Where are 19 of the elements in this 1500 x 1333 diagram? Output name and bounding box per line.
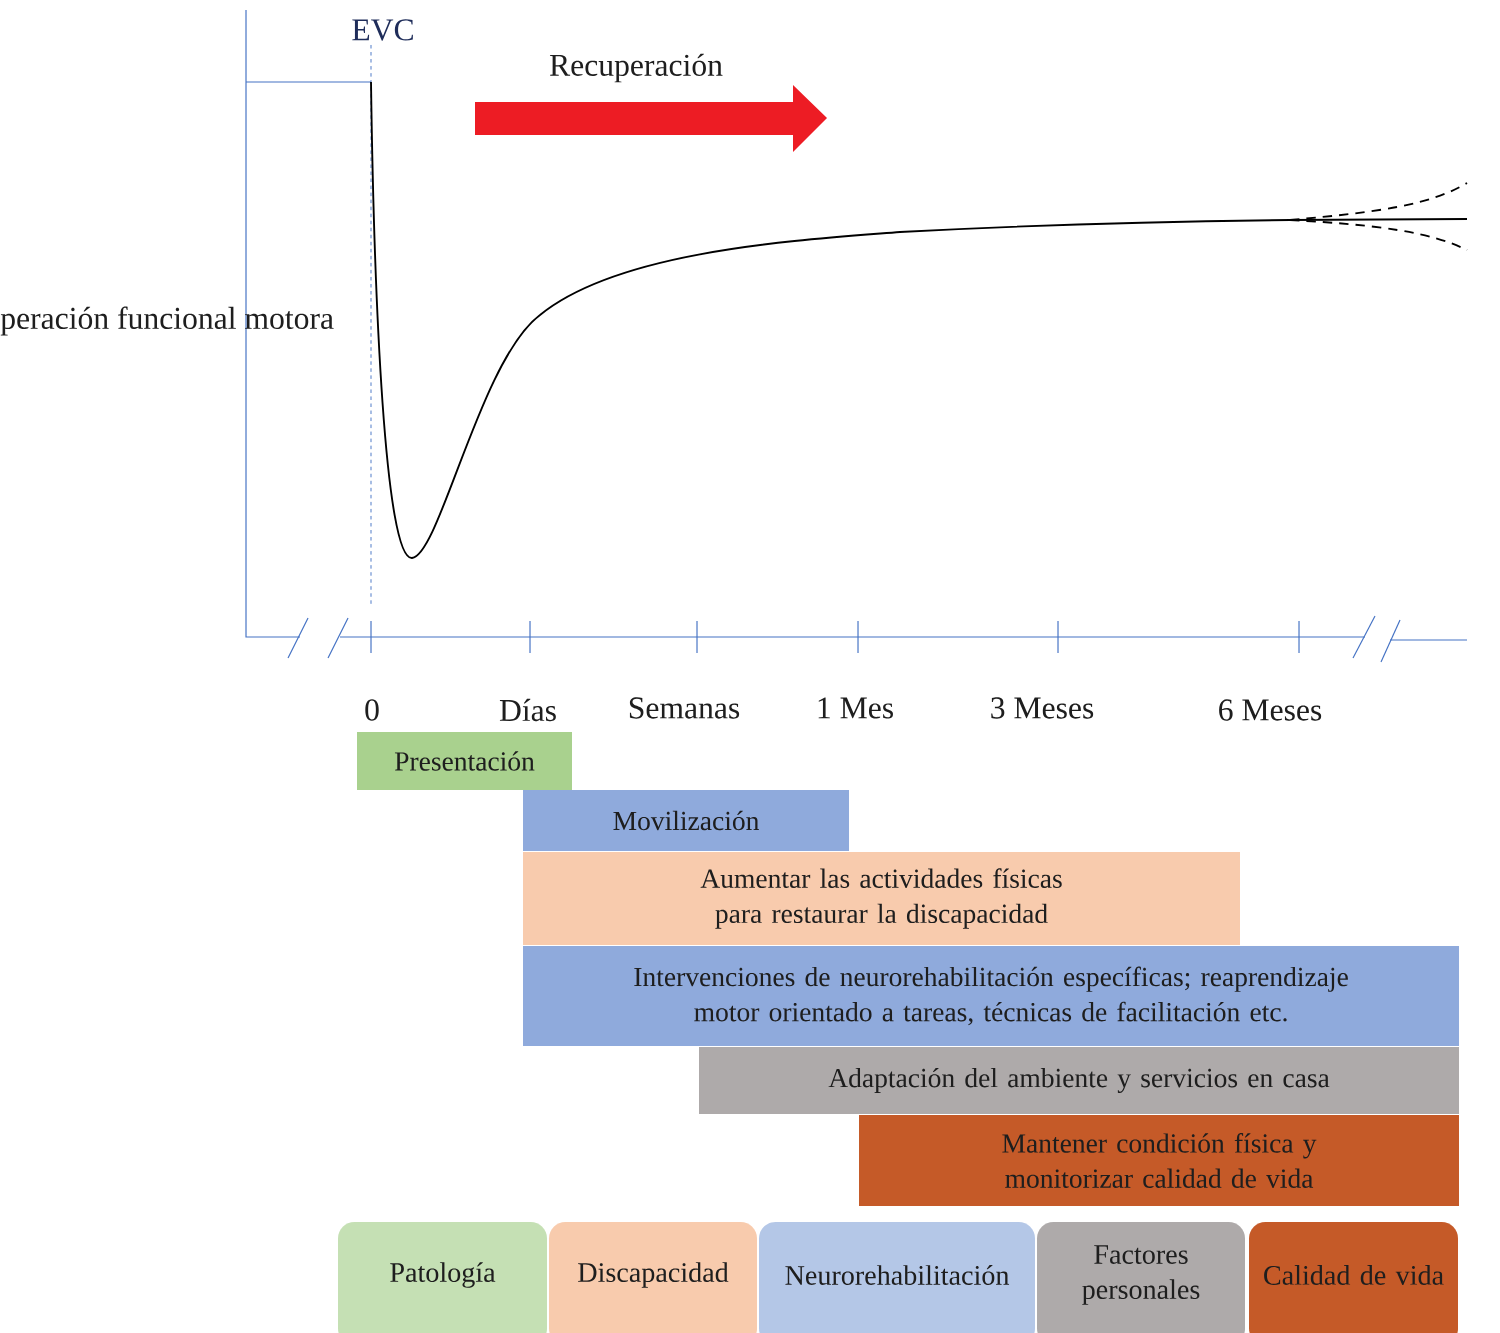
timeline-bar: Adaptación del ambiente y servicios en casa [699,1047,1459,1114]
legend-item: Neurorehabilitación [759,1222,1035,1333]
tick-label: Días [499,698,556,722]
arrow-label: Recuperación [550,53,723,83]
tick-label: Semanas [629,697,740,719]
axis-label: peración funcional motora [0,306,334,336]
timeline-bar: Mantener condición física y monitorizar calidad de vida [859,1115,1459,1206]
event-label: EVC [352,19,413,41]
timeline-bar: Presentación [357,732,572,790]
timeline-bar: Intervenciones de neurorehabilitación específicas; reaprendizaje motor orientado a tareas, técnicas de facilitación etc. [523,946,1459,1046]
timeline-bar: Aumentar las actividades físicas para restaurar la discapacidad [523,852,1240,945]
legend-item: Patología [338,1222,547,1333]
tick-label: 6 Meses [1219,699,1322,721]
legend-item: Factores personales [1037,1222,1245,1333]
tick-label: 3 Meses [991,697,1094,719]
legend-item: Discapacidad [549,1222,757,1333]
timeline-bar: Movilización [523,790,849,851]
tick-label: 1 Mes [818,697,893,719]
legend-item: Calidad de vida [1249,1222,1458,1333]
